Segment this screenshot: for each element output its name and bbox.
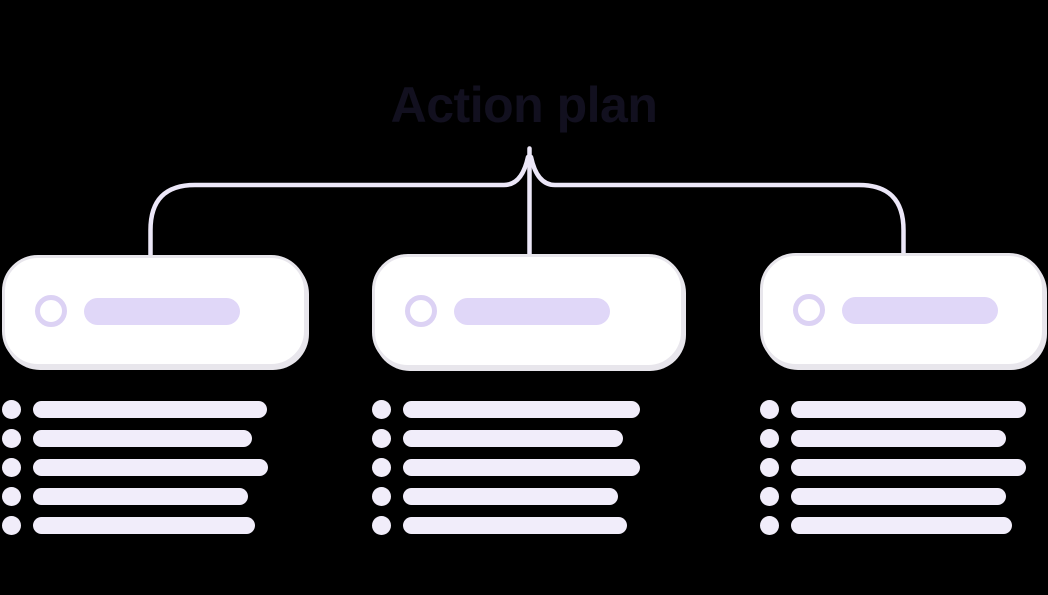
list-item	[372, 487, 640, 506]
bullet-icon	[372, 487, 391, 506]
text-line-placeholder	[403, 459, 640, 476]
branch-item-list	[372, 400, 640, 545]
text-line-placeholder	[791, 459, 1026, 476]
card-title-placeholder	[842, 296, 998, 324]
list-item	[2, 516, 268, 535]
list-item	[372, 516, 640, 535]
list-item	[2, 400, 268, 419]
text-line-placeholder	[403, 488, 618, 505]
branch-item-list	[760, 400, 1026, 545]
list-item	[760, 400, 1026, 419]
text-line-placeholder	[403, 401, 640, 418]
text-line-placeholder	[791, 517, 1012, 534]
text-line-placeholder	[33, 459, 268, 476]
status-circle-icon	[793, 294, 825, 326]
bullet-icon	[2, 487, 21, 506]
list-item	[760, 516, 1026, 535]
text-line-placeholder	[403, 517, 627, 534]
bullet-icon	[760, 429, 779, 448]
bullet-icon	[2, 429, 21, 448]
text-line-placeholder	[33, 430, 252, 447]
list-item	[760, 458, 1026, 477]
bullet-icon	[760, 487, 779, 506]
list-item	[2, 458, 268, 477]
text-line-placeholder	[33, 488, 248, 505]
list-item	[2, 429, 268, 448]
bullet-icon	[372, 458, 391, 477]
connector-branch-left	[148, 154, 531, 258]
text-line-placeholder	[403, 430, 623, 447]
branch-card	[760, 253, 1045, 367]
bullet-icon	[2, 400, 21, 419]
bullet-icon	[372, 400, 391, 419]
status-circle-icon	[405, 295, 437, 327]
bullet-icon	[2, 516, 21, 535]
status-circle-icon	[35, 295, 67, 327]
bullet-icon	[2, 458, 21, 477]
bullet-icon	[760, 516, 779, 535]
list-item	[372, 458, 640, 477]
text-line-placeholder	[791, 430, 1006, 447]
bullet-icon	[372, 516, 391, 535]
list-item	[372, 429, 640, 448]
page-title: Action plan	[390, 77, 658, 133]
bullet-icon	[760, 458, 779, 477]
connector-branch-right	[528, 154, 906, 258]
branch-card	[372, 254, 684, 368]
branch-card	[2, 255, 307, 367]
card-title-placeholder	[84, 297, 240, 325]
text-line-placeholder	[791, 401, 1026, 418]
branch-item-list	[2, 400, 268, 545]
text-line-placeholder	[33, 517, 255, 534]
text-line-placeholder	[33, 401, 267, 418]
list-item	[760, 429, 1026, 448]
list-item	[760, 487, 1026, 506]
list-item	[2, 487, 268, 506]
bullet-icon	[372, 429, 391, 448]
list-item	[372, 400, 640, 419]
card-title-placeholder	[454, 297, 610, 325]
text-line-placeholder	[791, 488, 1006, 505]
bullet-icon	[760, 400, 779, 419]
